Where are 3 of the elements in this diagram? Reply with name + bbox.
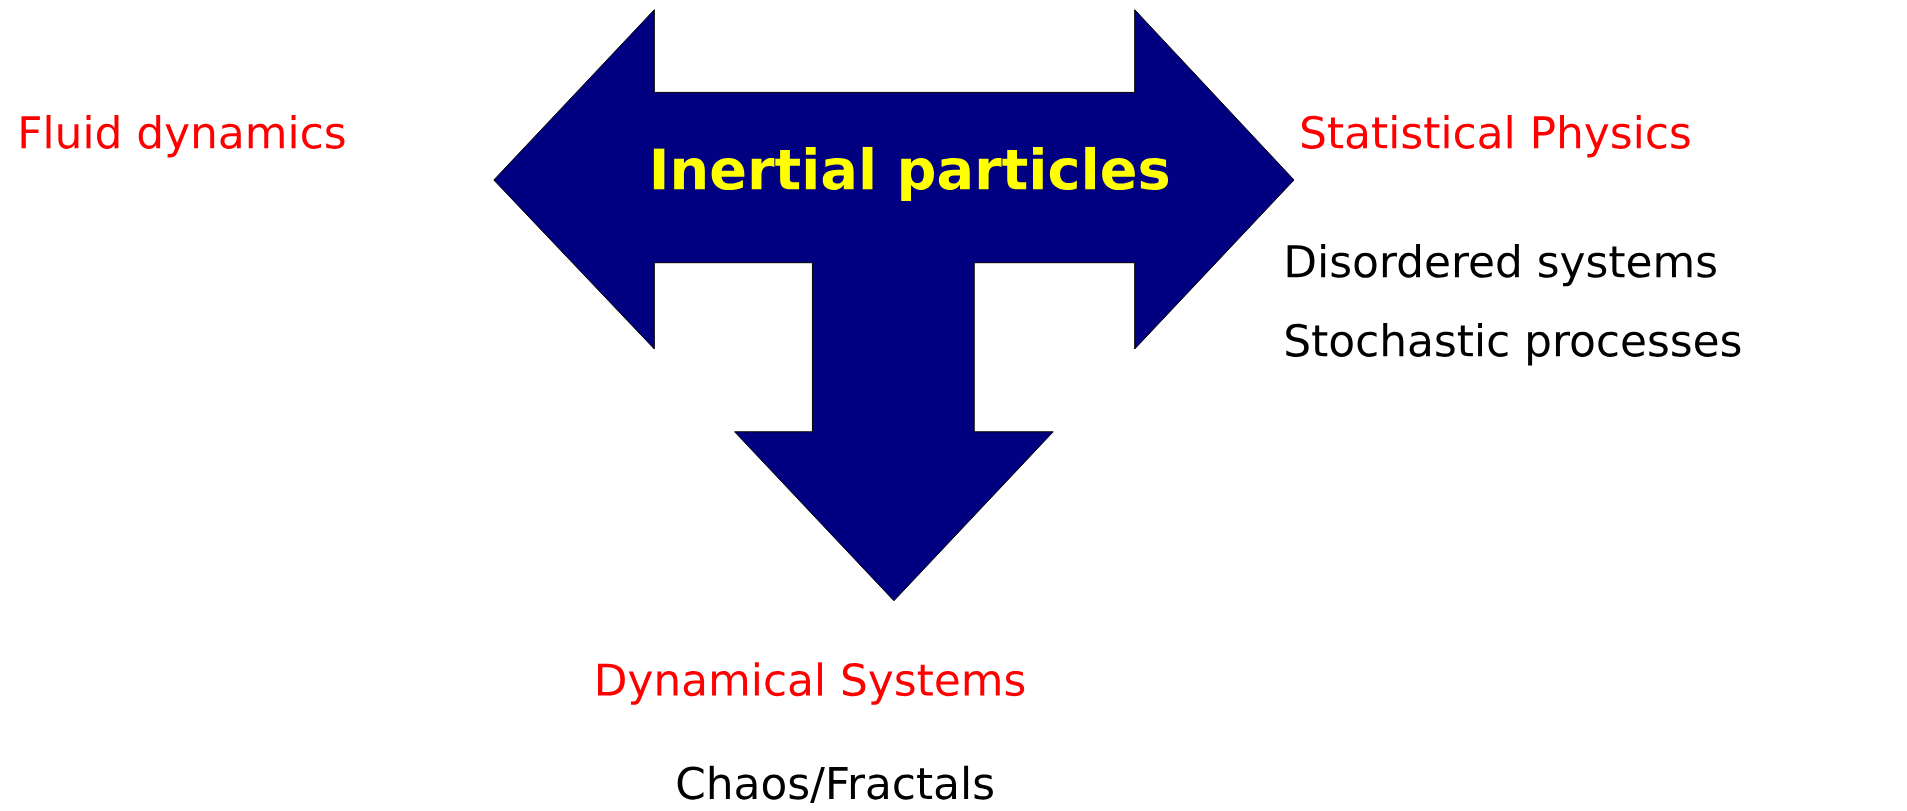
label-text: Chaos/Fractals [677, 765, 993, 804]
label-text: Fluid dynamics [21, 115, 345, 158]
label-text: Dynamical Systems [598, 662, 1025, 705]
